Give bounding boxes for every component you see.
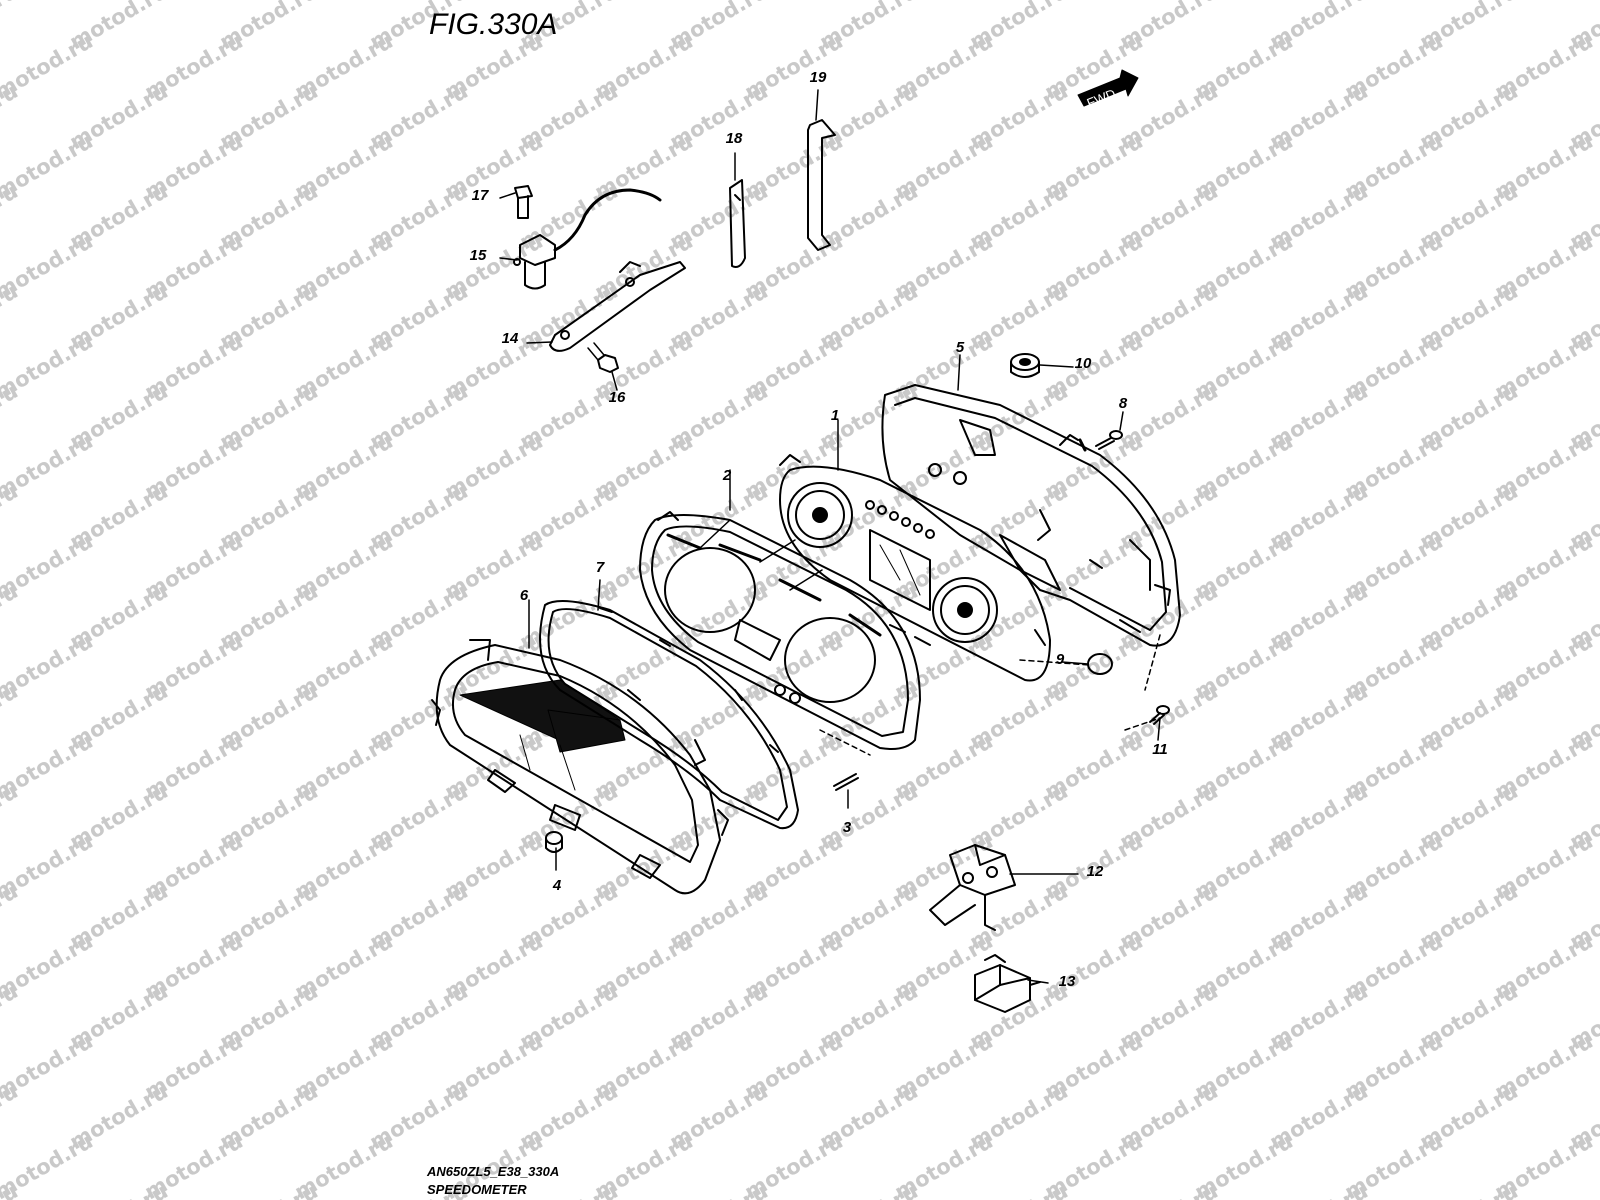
part-13-connector (974, 954, 1041, 1013)
watermark-text: motod.ru (1566, 1179, 1600, 1200)
watermark-text: motod.ru (816, 1179, 922, 1200)
callout-8: 8 (1119, 395, 1128, 412)
figure-title: FIG.330A (429, 8, 557, 41)
watermark-text: motod.ru (1116, 1179, 1222, 1200)
callout-3: 3 (843, 819, 852, 836)
watermark-text: motod.ru (966, 1179, 1072, 1200)
callout-7: 7 (596, 559, 605, 576)
part-18-strap (729, 179, 746, 268)
part-10-rubber-cushion (1010, 353, 1040, 378)
part-11-screw (819, 634, 1170, 756)
part-1-meter-panel (779, 454, 1051, 682)
part-7-gasket (539, 600, 799, 830)
watermark-text: motod.ru (1416, 1179, 1522, 1200)
figure-text: FIG.330A FWD AN650ZL5_E38_330A SPEEDOMET… (426, 8, 1118, 1197)
fwd-badge (1077, 69, 1139, 107)
figure-caption: SPEEDOMETER (427, 1182, 527, 1197)
model-code: AN650ZL5_E38_330A (426, 1164, 559, 1179)
callout-16: 16 (609, 389, 626, 406)
part-2-bezel (639, 511, 921, 750)
callout-6: 6 (520, 587, 529, 604)
callout-19: 19 (810, 69, 827, 86)
part-15-speed-sensor (513, 188, 662, 290)
part-16-bolt (587, 342, 619, 373)
callout-11: 11 (1152, 741, 1168, 758)
callout-4: 4 (552, 877, 562, 894)
watermark-text: motod.ru (216, 1179, 322, 1200)
callout-18: 18 (726, 130, 743, 147)
fwd-label: FWD (1085, 86, 1118, 111)
watermark-text: motod.ru (0, 0, 22, 54)
callout-1: 1 (831, 407, 839, 424)
part-6-meter-case (431, 639, 729, 895)
callout-9: 9 (1056, 651, 1065, 668)
part-14-sensor-bracket (549, 261, 686, 352)
part-17-bolt (514, 185, 533, 219)
watermark-text: motod.ru (516, 1179, 622, 1200)
part-12-bracket (929, 844, 1016, 931)
part-3-pin (833, 773, 859, 791)
callout-5: 5 (956, 339, 965, 356)
callout-14: 14 (502, 330, 519, 347)
callout-10: 10 (1075, 355, 1092, 372)
watermark-text: motod.ru (666, 1179, 772, 1200)
watermark-text: motod.ru (1266, 1179, 1372, 1200)
part-5-rear-housing (881, 384, 1181, 647)
callout-13: 13 (1059, 973, 1076, 990)
callout-17: 17 (472, 187, 489, 204)
callout-12: 12 (1087, 863, 1104, 880)
leader-lines (499, 89, 1161, 984)
part-8-screw (1095, 430, 1123, 450)
watermark-text: motod.ru (66, 1179, 172, 1200)
part-19-strap (807, 119, 836, 251)
callout-2: 2 (722, 467, 732, 484)
part-4-nut (545, 831, 563, 853)
callout-15: 15 (470, 247, 487, 264)
exploded-view-drawing (431, 69, 1181, 1013)
forward-arrow-icon (1077, 69, 1139, 107)
